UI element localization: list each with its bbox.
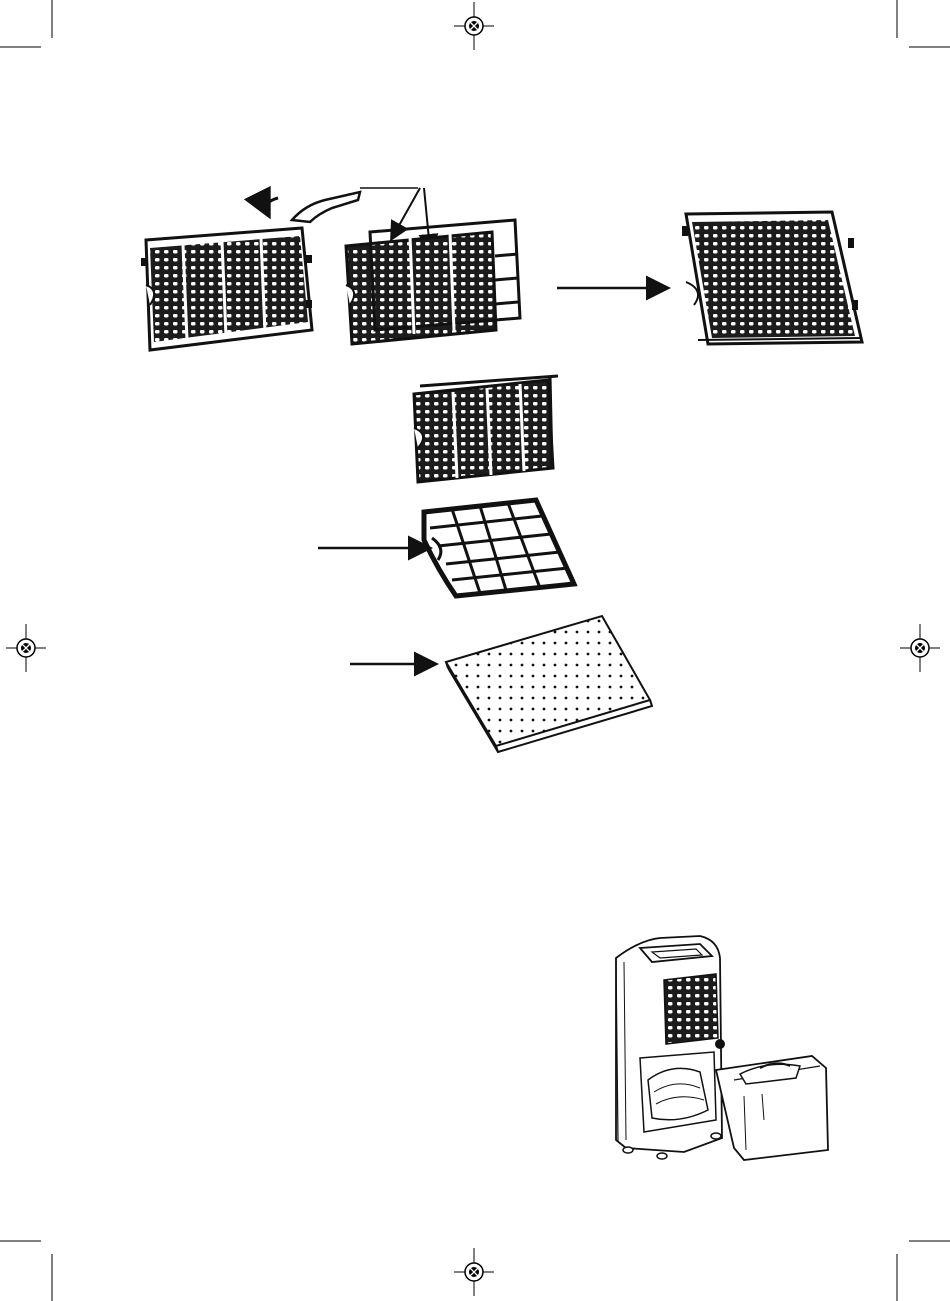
dehumidifier-icon [616, 936, 828, 1160]
